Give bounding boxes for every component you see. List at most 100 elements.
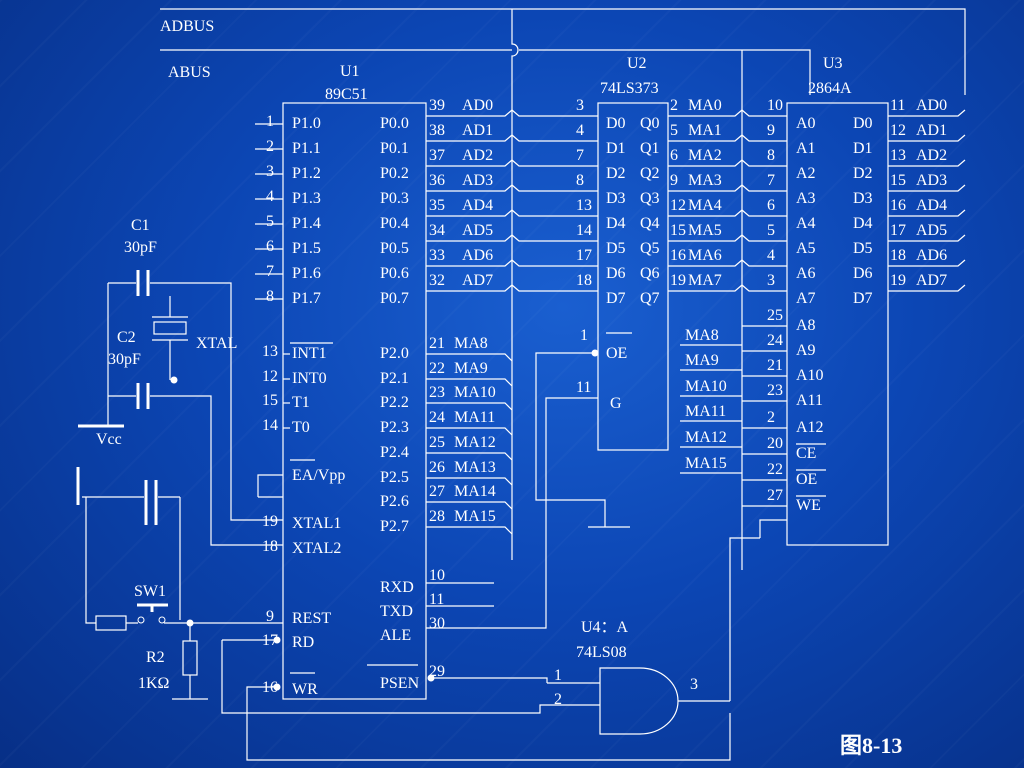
- u2-net-label: MA4: [688, 197, 722, 214]
- u2-oe-name: OE: [606, 345, 627, 362]
- u2-d-pin-name: D3: [606, 190, 626, 207]
- u2-net-label: MA7: [688, 272, 722, 289]
- u1-pin-num: 26: [429, 459, 445, 476]
- u1-pin-name: P2.5: [380, 469, 409, 486]
- u1-chip-body: [282, 102, 427, 700]
- u1-pin-name: P2.4: [380, 444, 409, 461]
- u1-net-label: AD5: [462, 222, 493, 239]
- u2-d-pin-name: D5: [606, 240, 626, 257]
- u1-pin-num: 28: [429, 508, 445, 525]
- u1-pin-num: 35: [429, 197, 445, 214]
- u3-a-pin-num: 24: [767, 332, 783, 349]
- u4-part: 74LS08: [576, 644, 627, 661]
- u1-pin-name: P1.3: [292, 190, 321, 207]
- u3-a-pin-name: WE: [796, 497, 821, 514]
- u3-a-pin-name: A5: [796, 240, 816, 257]
- u3-a-pin-num: 7: [767, 172, 775, 189]
- u2-d-pin-name: D6: [606, 265, 626, 282]
- u1-net-label: AD1: [462, 122, 493, 139]
- u1-pin-name: TXD: [380, 603, 413, 620]
- u1-pin-name: P1.1: [292, 140, 321, 157]
- u3-a-pin-num: 20: [767, 435, 783, 452]
- u1-pin-num: 12: [262, 368, 278, 385]
- u1-pin-name: EA/Vpp: [292, 467, 345, 484]
- u3-d-pin-num: 13: [890, 147, 906, 164]
- u2-d-pin-name: D4: [606, 215, 626, 232]
- u1-pin-name: P0.0: [380, 115, 409, 132]
- u3-a-pin-num: 21: [767, 357, 783, 374]
- u1-pin-name: P1.2: [292, 165, 321, 182]
- u2-q-pin-name: Q4: [640, 215, 660, 232]
- u2-q-pin-name: Q2: [640, 165, 660, 182]
- u1-pin-name: P2.3: [380, 419, 409, 436]
- u3-a-pin-name: A6: [796, 265, 816, 282]
- u3-a-pin-name: A3: [796, 190, 816, 207]
- u1-pin-num: 27: [429, 483, 445, 500]
- u1-net-label: AD2: [462, 147, 493, 164]
- u1-pin-name: P1.6: [292, 265, 321, 282]
- r2-ref: R2: [146, 649, 165, 666]
- u2-net-label: MA5: [688, 222, 722, 239]
- u3-net-label: MA10: [685, 378, 727, 395]
- u3-a-pin-num: 6: [767, 197, 775, 214]
- u2-net-label: MA6: [688, 247, 722, 264]
- u3-net-label: AD4: [916, 197, 947, 214]
- u1-net-label: MA14: [454, 483, 496, 500]
- u2-q-pin-name: Q7: [640, 290, 660, 307]
- r2-value: 1KΩ: [138, 675, 170, 692]
- u1-net-label: MA9: [454, 360, 488, 377]
- u2-d-pin-num: 3: [576, 97, 584, 114]
- u1-pin-name: P0.1: [380, 140, 409, 157]
- u3-d-pin-num: 17: [890, 222, 906, 239]
- u3-a-pin-num: 23: [767, 382, 783, 399]
- u3-net-label: AD6: [916, 247, 947, 264]
- u2-net-label: MA1: [688, 122, 722, 139]
- u3-net-label: MA15: [685, 455, 727, 472]
- and-gate-u4: U4：A 74LS08 1 2 3: [247, 537, 760, 735]
- u2-d-pin-name: D1: [606, 140, 626, 157]
- u1-pin-num: 22: [429, 360, 445, 377]
- u2-q-pin-name: Q5: [640, 240, 660, 257]
- u1-pin-name: P2.0: [380, 345, 409, 362]
- u1-pin-name: ALE: [380, 627, 411, 644]
- abus-label: ABUS: [168, 64, 211, 81]
- c2-ref: C2: [117, 329, 136, 346]
- u2-q-pin-name: Q0: [640, 115, 660, 132]
- u3-a-pin-name: A0: [796, 115, 816, 132]
- u3-pins: 10A09A18A27A36A45A54A63A725A824A921A1023…: [680, 97, 966, 514]
- u2-d-pin-num: 14: [576, 222, 592, 239]
- u3-a-pin-name: A1: [796, 140, 816, 157]
- u2-d-pin-num: 8: [576, 172, 584, 189]
- u1-pin-num: 8: [266, 288, 274, 305]
- u1-pin-num: 10: [429, 567, 445, 584]
- u1-pin-name: WR: [292, 681, 318, 698]
- u3-a-pin-num: 3: [767, 272, 775, 289]
- u3-a-pin-name: A12: [796, 419, 824, 436]
- u3-ref: U3: [823, 55, 843, 72]
- u2-g-name: G: [610, 395, 622, 412]
- u1-pin-name: P1.5: [292, 240, 321, 257]
- u2-q-pin-name: Q6: [640, 265, 660, 282]
- bus-lines: [160, 8, 966, 570]
- u2-g-num: 11: [576, 379, 591, 396]
- u4-ref: U4：A: [581, 619, 629, 636]
- u2-q-pin-num: 19: [670, 272, 686, 289]
- u1-pin-name: PSEN: [380, 675, 420, 692]
- u3-net-label: MA8: [685, 327, 719, 344]
- u3-d-pin-num: 19: [890, 272, 906, 289]
- u3-a-pin-num: 8: [767, 147, 775, 164]
- u3-a-pin-num: 27: [767, 487, 783, 504]
- u3-a-pin-num: 22: [767, 461, 783, 478]
- u2-q-pin-num: 12: [670, 197, 686, 214]
- u1-pin-num: 24: [429, 409, 445, 426]
- u3-a-pin-name: A4: [796, 215, 816, 232]
- u1-pin-num: 23: [429, 384, 445, 401]
- u3-net-label: AD7: [916, 272, 947, 289]
- u1-pin-name: T0: [292, 419, 310, 436]
- u3-d-pin-num: 12: [890, 122, 906, 139]
- u3-d-pin-num: 15: [890, 172, 906, 189]
- u1-pin-num: 7: [266, 263, 274, 280]
- u2-d-pin-num: 17: [576, 247, 592, 264]
